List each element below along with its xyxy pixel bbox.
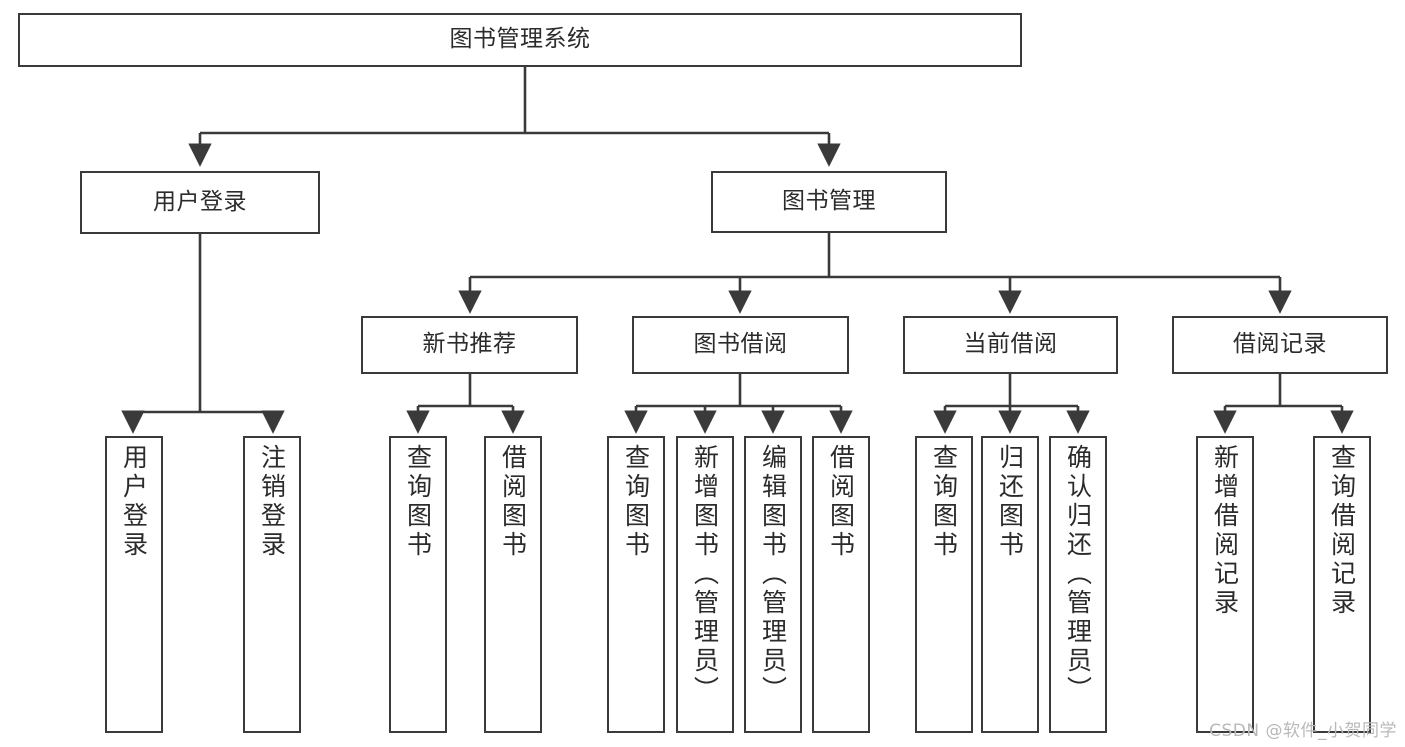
node-leaf-borrow-edit[interactable]: 编辑图书（管理员） [744, 436, 802, 733]
node-label: 查询图书 [403, 444, 433, 560]
node-label: 归还图书 [995, 444, 1025, 560]
node-borrow-record[interactable]: 借阅记录 [1172, 316, 1388, 374]
node-user-login[interactable]: 用户登录 [80, 171, 320, 234]
node-label: 编辑图书（管理员） [758, 444, 788, 705]
node-label: 借阅图书 [826, 444, 856, 560]
node-label: 查询图书 [929, 444, 959, 560]
node-label: 新增借阅记录 [1210, 444, 1240, 618]
node-leaf-current-confirm-return[interactable]: 确认归还（管理员） [1049, 436, 1107, 733]
node-book-borrow[interactable]: 图书借阅 [632, 316, 849, 374]
node-label: 图书管理 [782, 188, 876, 215]
node-leaf-newbook-borrow[interactable]: 借阅图书 [484, 436, 542, 733]
node-root-system[interactable]: 图书管理系统 [18, 13, 1022, 67]
node-leaf-user-login[interactable]: 用户登录 [105, 436, 163, 733]
node-label: 新书推荐 [422, 331, 517, 358]
node-label: 当前借阅 [963, 331, 1058, 358]
node-label: 用户登录 [119, 444, 149, 560]
node-leaf-borrow-query[interactable]: 查询图书 [607, 436, 665, 733]
node-leaf-borrow-lend[interactable]: 借阅图书 [812, 436, 870, 733]
node-label: 查询图书 [621, 444, 651, 560]
node-leaf-newbook-query[interactable]: 查询图书 [389, 436, 447, 733]
node-label: 查询借阅记录 [1327, 444, 1357, 618]
node-label: 用户登录 [153, 188, 247, 215]
node-label: 借阅记录 [1233, 331, 1327, 358]
node-leaf-record-add[interactable]: 新增借阅记录 [1196, 436, 1254, 733]
node-label: 确认归还（管理员） [1063, 444, 1093, 705]
node-new-book-recommend[interactable]: 新书推荐 [361, 316, 578, 374]
node-book-manage[interactable]: 图书管理 [711, 171, 947, 233]
node-label: 图书管理系统 [449, 26, 591, 53]
node-label: 新增图书（管理员） [690, 444, 720, 705]
node-current-borrow[interactable]: 当前借阅 [903, 316, 1118, 374]
node-leaf-logout[interactable]: 注销登录 [243, 436, 301, 733]
node-label: 图书借阅 [693, 331, 788, 358]
node-leaf-record-query[interactable]: 查询借阅记录 [1313, 436, 1371, 733]
watermark-text: CSDN @软件_小贺同学 [1209, 721, 1397, 741]
node-leaf-current-return[interactable]: 归还图书 [981, 436, 1039, 733]
node-label: 注销登录 [257, 444, 287, 560]
node-leaf-current-query[interactable]: 查询图书 [915, 436, 973, 733]
node-label: 借阅图书 [498, 444, 528, 560]
node-leaf-borrow-add[interactable]: 新增图书（管理员） [676, 436, 734, 733]
